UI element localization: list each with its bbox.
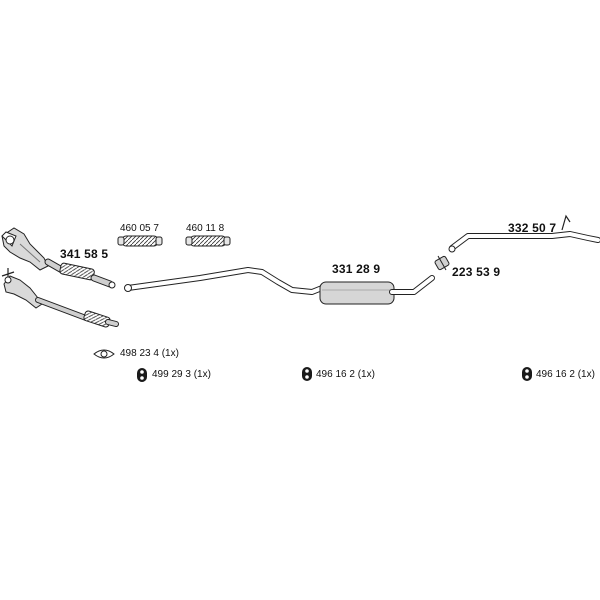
flex-pipe-b-shape[interactable]: [185, 235, 231, 247]
part-number-flex-pipe-b: 460 11 8: [186, 223, 225, 234]
front-pipe[interactable]: [44, 258, 116, 289]
part-number-flex-pipe-a: 460 05 7: [120, 223, 159, 234]
part-number-clamp: 223 53 9: [452, 265, 501, 279]
rubber-hanger-icon: [137, 368, 147, 382]
part-number-middle-silencer: 331 28 9: [332, 262, 381, 276]
gasket-ring-icon: [93, 349, 115, 359]
rubber-hanger-icon: [302, 367, 312, 381]
accessory-hanger-3-label: 496 16 2 (1x): [536, 369, 595, 380]
accessory-hanger-1-label: 499 29 3 (1x): [152, 369, 211, 380]
part-number-catalytic-converter: 341 58 5: [60, 247, 109, 261]
flex-pipe-a-shape[interactable]: [117, 235, 163, 247]
part-number-tail-pipe: 332 50 7: [508, 221, 557, 235]
catalytic-converter-lower[interactable]: [1, 268, 119, 328]
clamp-shape[interactable]: [434, 255, 450, 271]
accessory-gasket-label: 498 23 4 (1x): [120, 348, 179, 359]
accessory-hanger-2-label: 496 16 2 (1x): [316, 369, 375, 380]
middle-pipe[interactable]: [124, 267, 325, 295]
middle-silencer-shape[interactable]: [319, 275, 435, 305]
tail-pipe-shape[interactable]: [448, 214, 600, 253]
rubber-hanger-icon: [522, 367, 532, 381]
catalytic-converter-upper[interactable]: [1, 227, 49, 271]
